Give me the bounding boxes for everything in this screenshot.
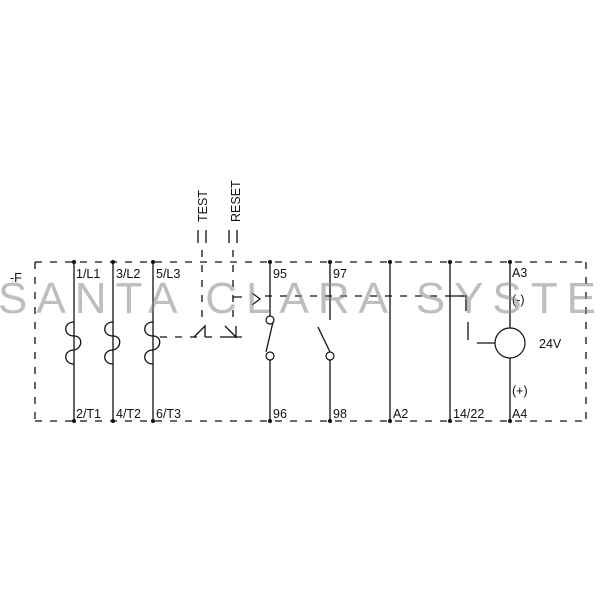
reset-button: RESET bbox=[228, 180, 243, 243]
pole-2-top-label: 3/L2 bbox=[116, 267, 140, 281]
voltage-label: 24V bbox=[539, 337, 562, 351]
aux-contact-95-96: 95 96 bbox=[265, 260, 287, 423]
a3-label: A3 bbox=[512, 266, 527, 280]
test-label: TEST bbox=[196, 190, 210, 222]
test-mechanism-symbol bbox=[193, 324, 206, 338]
pole-2-bottom-label: 4/T2 bbox=[116, 407, 141, 421]
pole-1-bottom-label: 2/T1 bbox=[76, 407, 101, 421]
device-label: -F bbox=[10, 271, 22, 285]
reset-label: RESET bbox=[229, 180, 243, 222]
reset-mechanism-symbol bbox=[224, 325, 237, 339]
pole-3-bottom-label: 6/T3 bbox=[156, 407, 181, 421]
a4-label: A4 bbox=[512, 407, 527, 421]
terminal-a2: A2 bbox=[388, 260, 408, 423]
main-pole-3: 5/L3 6/T3 bbox=[144, 260, 181, 423]
main-pole-1: 1/L1 2/T1 bbox=[65, 260, 101, 423]
main-pole-2: 3/L2 4/T2 bbox=[104, 260, 141, 423]
out-14-22-label: 14/22 bbox=[453, 407, 484, 421]
minus-label: (-) bbox=[512, 293, 525, 307]
test-button: TEST bbox=[196, 190, 210, 243]
output-latch-symbol bbox=[452, 295, 469, 340]
watermark: SANTA CLARA SYSTEMS bbox=[0, 274, 600, 323]
reset-latch-symbol bbox=[233, 292, 262, 306]
aux-contact-97-98: 97 98 bbox=[317, 260, 347, 423]
pole-1-top-label: 1/L1 bbox=[76, 267, 100, 281]
contact-98-label: 98 bbox=[333, 407, 347, 421]
contact-97-label: 97 bbox=[333, 267, 347, 281]
plus-label: (+) bbox=[512, 384, 528, 398]
contact-96-label: 96 bbox=[273, 407, 287, 421]
voltage-source-icon bbox=[494, 327, 526, 359]
a2-label: A2 bbox=[393, 407, 408, 421]
terminal-14-22: 14/22 bbox=[448, 260, 484, 423]
pole-3-top-label: 5/L3 bbox=[156, 267, 180, 281]
supply-a3-a4: A3 (-) 24V (+) A4 bbox=[477, 260, 562, 423]
contact-95-label: 95 bbox=[273, 267, 287, 281]
